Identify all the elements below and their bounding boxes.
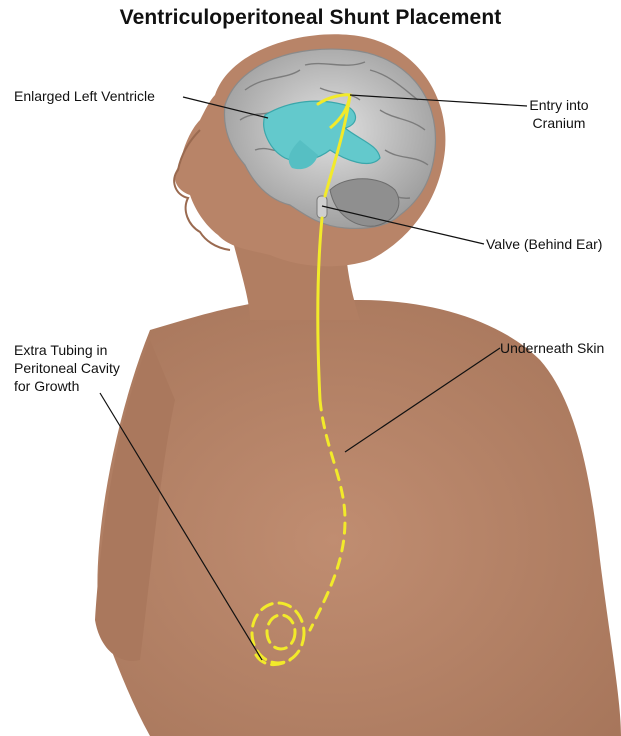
label-valve: Valve (Behind Ear) — [486, 235, 602, 253]
label-entry-line2: Cranium — [527, 114, 591, 132]
label-entry-cranium: Entry into Cranium — [527, 96, 591, 132]
label-entry-line1: Entry into — [527, 96, 591, 114]
label-tubing-line2: Peritoneal Cavity — [14, 359, 120, 377]
label-extra-tubing: Extra Tubing in Peritoneal Cavity for Gr… — [14, 341, 120, 395]
label-underneath-skin: Underneath Skin — [500, 339, 604, 357]
label-tubing-line1: Extra Tubing in — [14, 341, 120, 359]
label-tubing-line3: for Growth — [14, 377, 120, 395]
label-enlarged-ventricle: Enlarged Left Ventricle — [14, 87, 155, 105]
